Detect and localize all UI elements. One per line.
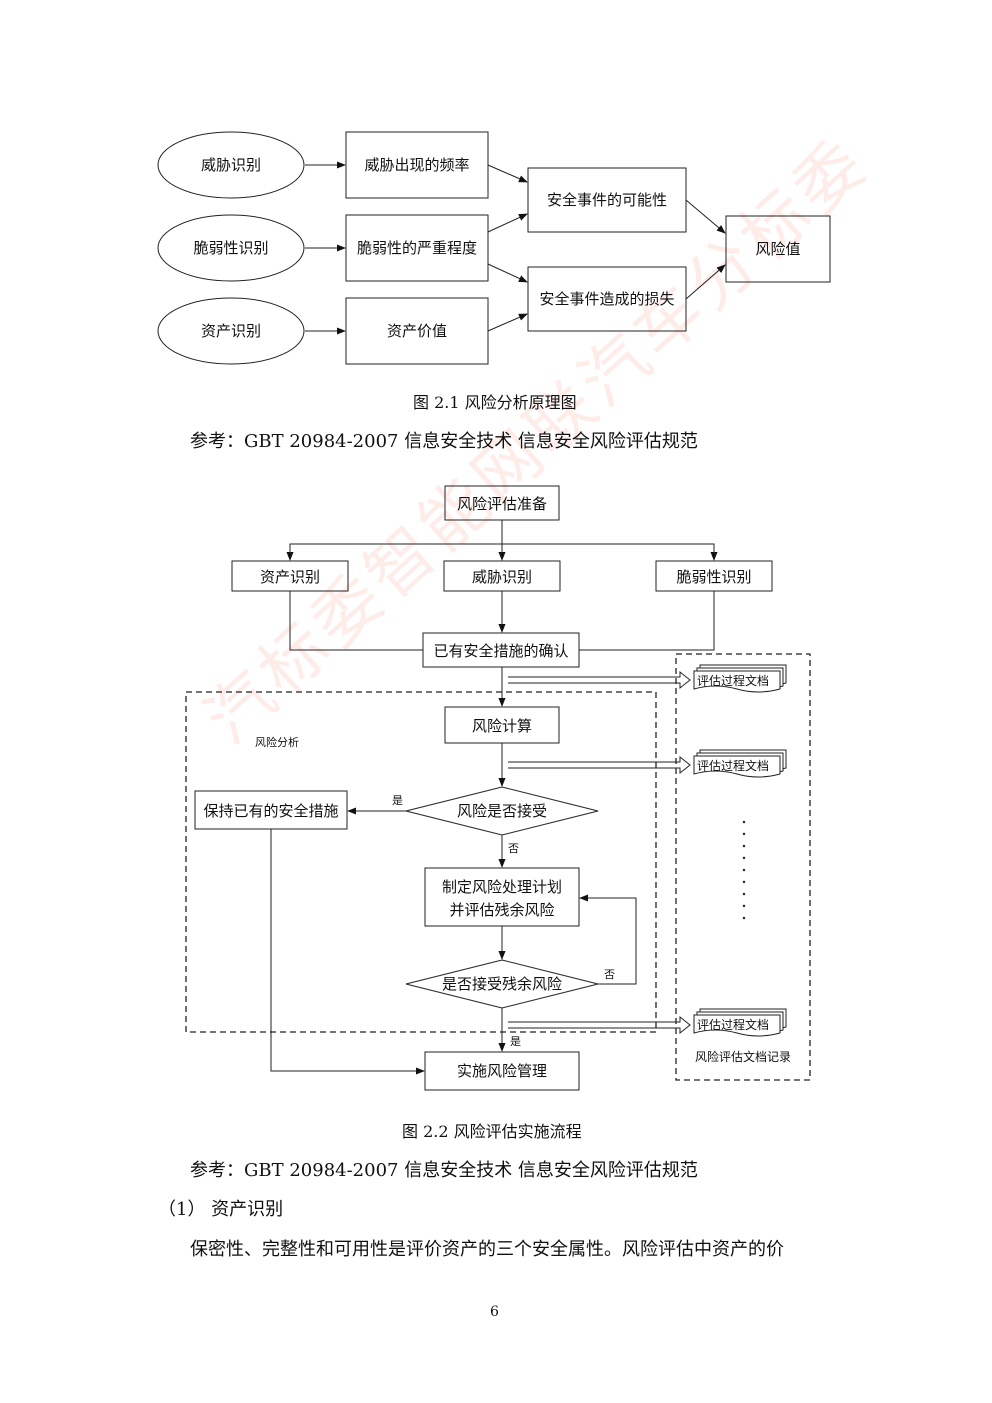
arrow-probability-to-risk — [685, 199, 726, 234]
treatment-plan-line2: 并评估残余风险 — [449, 901, 554, 919]
risk-value-node — [725, 215, 831, 283]
yes-label-accept: 是 — [392, 794, 403, 807]
figure2-caption: 图 2.2 风险评估实施流程 — [402, 1122, 582, 1141]
asset-identification-node — [157, 297, 305, 365]
vulnerability-severity-node — [345, 214, 489, 282]
existing-measures-confirm-label: 已有安全措施的确认 — [433, 642, 568, 660]
ellipsis-dots — [742, 820, 746, 920]
figure1-caption: 图 2.1 风险分析原理图 — [413, 393, 577, 412]
figure1-diagram — [157, 131, 831, 365]
keep-measures-label: 保持已有的安全措施 — [203, 802, 338, 820]
doc1-label: 评估过程文档 — [697, 673, 769, 688]
event-probability-label: 安全事件的可能性 — [547, 191, 667, 209]
doc-arrow-3 — [508, 1015, 691, 1035]
page-number: 6 — [490, 1304, 499, 1320]
doc3-label: 评估过程文档 — [697, 1017, 769, 1032]
arrow-severity-to-loss — [487, 263, 528, 283]
figure2-diagram — [185, 485, 811, 1091]
risk-analysis-region — [185, 691, 657, 1033]
arrow-loss-to-risk — [685, 264, 726, 300]
vulnerability-identification-node — [157, 214, 305, 282]
asset-value-label: 资产价值 — [387, 322, 447, 340]
arrow-severity-to-probability — [487, 213, 528, 233]
threat-identification-node — [157, 131, 305, 199]
risk-accept-label: 风险是否接受 — [457, 802, 547, 820]
flow-threat-id-label: 威胁识别 — [472, 568, 532, 586]
doc-arrow-1 — [508, 670, 691, 690]
document-record-label: 风险评估文档记录 — [695, 1049, 791, 1064]
arrow-value-to-loss — [487, 313, 528, 332]
section-heading: （1） 资产识别 — [158, 1199, 284, 1220]
implement-risk-management-node — [424, 1051, 580, 1091]
asset-identification-label: 资产识别 — [201, 322, 261, 340]
risk-value-label: 风险值 — [755, 240, 800, 258]
residual-accept-label: 是否接受残余风险 — [442, 975, 562, 993]
threat-frequency-label: 威胁出现的频率 — [364, 156, 469, 174]
event-loss-label: 安全事件造成的损失 — [539, 290, 674, 308]
yes-label-residual: 是 — [510, 1035, 521, 1048]
no-label-residual: 否 — [604, 968, 615, 981]
risk-analysis-region-label: 风险分析 — [255, 735, 299, 749]
reference-line-2: 参考：GBT 20984-2007 信息安全技术 信息安全风险评估规范 — [190, 1160, 698, 1181]
implement-risk-management-label: 实施风险管理 — [457, 1062, 547, 1080]
document-stack-2 — [693, 749, 787, 778]
treatment-plan-line1: 制定风险处理计划 — [442, 878, 562, 896]
flow-asset-id-label: 资产识别 — [260, 568, 320, 586]
no-label-accept: 否 — [508, 842, 519, 855]
doc2-label: 评估过程文档 — [697, 758, 769, 773]
document-stack-3 — [693, 1008, 787, 1037]
risk-assessment-prep-label: 风险评估准备 — [457, 495, 547, 513]
vulnerability-identification-label: 脆弱性识别 — [193, 239, 268, 257]
body-paragraph: 保密性、完整性和可用性是评价资产的三个安全属性。风险评估中资产的价 — [190, 1239, 784, 1260]
threat-identification-label: 威胁识别 — [201, 156, 261, 174]
doc-arrow-2 — [508, 755, 691, 775]
flow-vuln-id-label: 脆弱性识别 — [676, 568, 751, 586]
risk-calculation-label: 风险计算 — [472, 717, 532, 735]
document-stack-1 — [693, 664, 787, 693]
reference-line-1: 参考：GBT 20984-2007 信息安全技术 信息安全风险评估规范 — [190, 431, 698, 452]
vulnerability-severity-label: 脆弱性的严重程度 — [357, 239, 477, 257]
arrow-frequency-to-probability — [487, 164, 528, 183]
